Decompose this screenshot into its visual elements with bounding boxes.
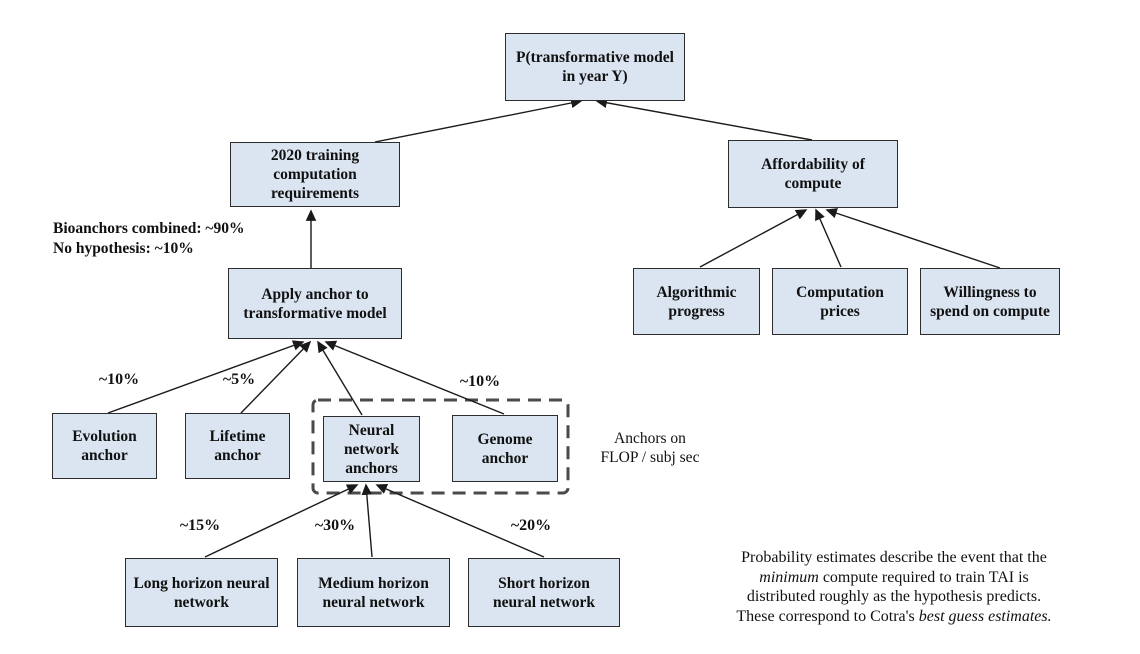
- node-long-horizon-neural-network: Long horizon neural network: [125, 558, 278, 627]
- footnote-line2: minimum compute required to train TAI is: [736, 568, 1051, 588]
- weight-label-genome: ~10%: [459, 373, 501, 390]
- node-p-transformative-model: P(transformative model in year Y): [505, 33, 685, 101]
- bioanchors-note-line1: Bioanchors combined: ~90%: [53, 220, 245, 237]
- edge-nn-to-apply: [317, 340, 363, 416]
- group-caption-line1: Anchors on: [614, 430, 686, 447]
- footnote-line4-pre: These correspond to Cotra's: [736, 607, 919, 625]
- node-medium-horizon-neural-network: Medium horizon neural network: [297, 558, 450, 627]
- edge-medium-to-nn: [361, 483, 373, 558]
- edge-algorithmic-to-affordability: [699, 209, 808, 268]
- node-apply-anchor-to-transformative-model: Apply anchor to transformative model: [228, 268, 402, 339]
- weight-label-short-horizon: ~20%: [510, 517, 552, 534]
- weight-label-long-horizon: ~15%: [179, 517, 221, 534]
- node-willingness-to-spend-on-compute: Willingness to spend on compute: [920, 268, 1060, 335]
- probability-footnote: Probability estimates describe the event…: [736, 548, 1051, 626]
- group-caption-line2: FLOP / subj sec: [600, 449, 700, 466]
- weight-label-lifetime: ~5%: [222, 371, 256, 388]
- edge-willingness-to-affordability: [825, 208, 1001, 269]
- node-short-horizon-neural-network: Short horizon neural network: [468, 558, 620, 627]
- footnote-line3: distributed roughly as the hypothesis pr…: [746, 588, 1042, 605]
- footnote-best-guess-italic: best guess estimates.: [918, 607, 1052, 625]
- node-2020-training-computation-requirements: 2020 training computation requirements: [230, 142, 400, 207]
- footnote-line1: Probability estimates describe the event…: [741, 549, 1047, 566]
- node-evolution-anchor: Evolution anchor: [52, 413, 157, 479]
- bioanchors-note-line2: No hypothesis: ~10%: [53, 240, 194, 257]
- nn-anchors-group-caption: Anchors on FLOP / subj sec: [601, 429, 700, 467]
- node-lifetime-anchor: Lifetime anchor: [185, 413, 290, 479]
- footnote-line2-rest: compute required to train TAI is: [818, 568, 1029, 586]
- weight-label-evolution: ~10%: [98, 371, 140, 388]
- weight-label-medium-horizon: ~30%: [314, 517, 356, 534]
- node-algorithmic-progress: Algorithmic progress: [633, 268, 760, 335]
- edge-training-to-root: [374, 97, 583, 143]
- bioanchors-note: Bioanchors combined: ~90% No hypothesis:…: [53, 219, 245, 259]
- footnote-line4: These correspond to Cotra's best guess e…: [736, 607, 1051, 627]
- node-computation-prices: Computation prices: [772, 268, 908, 335]
- edge-prices-to-affordability: [815, 208, 842, 268]
- edge-affordability-to-root: [595, 97, 813, 141]
- node-neural-network-anchors: Neural network anchors: [323, 416, 420, 482]
- node-affordability-of-compute: Affordability of compute: [728, 140, 898, 208]
- footnote-minimum-italic: minimum: [759, 568, 819, 586]
- node-genome-anchor: Genome anchor: [452, 415, 558, 482]
